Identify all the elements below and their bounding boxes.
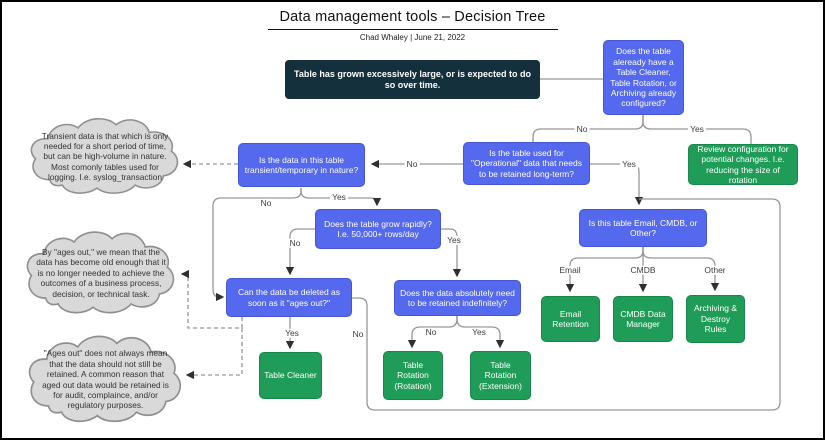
node-question-grow-rapidly: Does the table grow rapidly? I.e. 50,000… xyxy=(315,209,441,249)
edge-label-delete-no: No xyxy=(350,328,366,339)
node-question-delete-ages-out: Can the data be deleted as soon as it "a… xyxy=(226,278,352,317)
connector-delete-no xyxy=(352,198,781,411)
edge-label-delete-yes: Yes xyxy=(283,327,301,338)
cloud-shape xyxy=(30,118,179,194)
node-transient-text: Is the data in this table transient/temp… xyxy=(244,154,359,175)
cloud-shape xyxy=(26,231,175,314)
node-email-retention-text: Email Retention xyxy=(552,308,589,329)
node-question-operational: Is the table used for "Operational" data… xyxy=(463,142,590,185)
edge-label-transient-yes: Yes xyxy=(330,191,348,202)
node-archiving-text: Archiving & Destroy Rules xyxy=(694,303,737,335)
note-cloud-transient: Transient data is that which is only nee… xyxy=(26,114,184,199)
node-rot-extension-text: Table Rotation (Extension) xyxy=(479,359,522,391)
connector-note-retained xyxy=(185,328,243,380)
edge-label-rapid-no: No xyxy=(287,237,303,248)
edge-label-operational-yes: Yes xyxy=(620,158,638,169)
cloud-shape xyxy=(28,335,182,423)
edge-label-type-other: Other xyxy=(702,264,728,275)
edge-label-type-email: Email xyxy=(557,264,583,275)
edge-label-configured-yes: Yes xyxy=(688,123,706,134)
edge-label-configured-no: No xyxy=(574,123,590,134)
node-review-text: Review configuration for potential chang… xyxy=(697,143,789,185)
note-cloud-retained: "Ages out" does not always mean that the… xyxy=(24,331,187,428)
node-start-text: Table has grown excessively large, or is… xyxy=(294,68,531,90)
note-transient-text: Transient data is that which is only nee… xyxy=(41,130,169,183)
connector-transient-no xyxy=(212,188,302,302)
connector-operational-yes xyxy=(590,163,644,206)
node-delete-age-text: Can the data be deleted as soon as it "a… xyxy=(237,287,341,308)
note-ages-out-text: By "ages out," we mean that the data has… xyxy=(36,247,166,299)
node-action-review-configuration: Review configuration for potential chang… xyxy=(688,144,798,185)
edge-label-operational-no: No xyxy=(404,158,420,169)
node-type-text: Is this table Email, CMDB, or Other? xyxy=(588,217,698,238)
note-retained-text: "Ages out" does not always mean that the… xyxy=(42,348,169,411)
node-cleaner-text: Table Cleaner xyxy=(264,370,317,381)
connector-note-ages-out xyxy=(180,269,243,329)
connector-indefinite-no xyxy=(407,315,458,349)
connector-rapid-no xyxy=(285,228,315,276)
node-question-retained-indefinitely: Does the data absolutely need to be reta… xyxy=(394,280,521,316)
node-operational-text: Is the table used for "Operational" data… xyxy=(471,147,582,179)
node-question-table-type: Is this table Email, CMDB, or Other? xyxy=(579,209,707,247)
node-configured-text: Does the table aleready have a Table Cle… xyxy=(610,46,677,109)
node-action-cmdb-data-manager: CMDB Data Manager xyxy=(613,296,673,342)
node-action-table-rotation-extension: Table Rotation (Extension) xyxy=(470,351,531,400)
node-question-transient: Is the data in this table transient/temp… xyxy=(238,143,365,187)
node-action-table-rotation-rotation: Table Rotation (Rotation) xyxy=(383,351,443,400)
page-subtitle: Chad Whaley | June 21, 2022 xyxy=(359,33,466,42)
node-indefinite-text: Does the data absolutely need to be reta… xyxy=(400,287,515,308)
connector-indefinite-yes xyxy=(456,315,505,349)
edge-label-transient-no: No xyxy=(258,197,274,208)
node-question-configured: Does the table aleready have a Table Cle… xyxy=(603,40,684,115)
node-action-email-retention: Email Retention xyxy=(541,296,600,342)
edge-label-indefinite-yes: Yes xyxy=(470,326,488,337)
node-rapid-text: Does the table grow rapidly? I.e. 50,000… xyxy=(324,218,432,239)
edge-label-indefinite-no: No xyxy=(423,326,439,337)
node-cmdb-manager-text: CMDB Data Manager xyxy=(620,308,666,329)
edge-label-rapid-yes: Yes xyxy=(445,234,463,245)
connector-type-other xyxy=(642,247,720,292)
page-title: Data management tools – Decision Tree xyxy=(279,9,546,25)
edge-label-type-cmdb: CMDB xyxy=(628,264,658,275)
node-action-archiving-destroy-rules: Archiving & Destroy Rules xyxy=(686,295,745,343)
note-cloud-ages-out: By "ages out," we mean that the data has… xyxy=(22,227,180,319)
title-underline xyxy=(268,29,558,30)
node-rot-rotation-text: Table Rotation (Rotation) xyxy=(394,359,432,391)
node-action-table-cleaner: Table Cleaner xyxy=(259,352,322,399)
node-start: Table has grown excessively large, or is… xyxy=(285,60,540,99)
